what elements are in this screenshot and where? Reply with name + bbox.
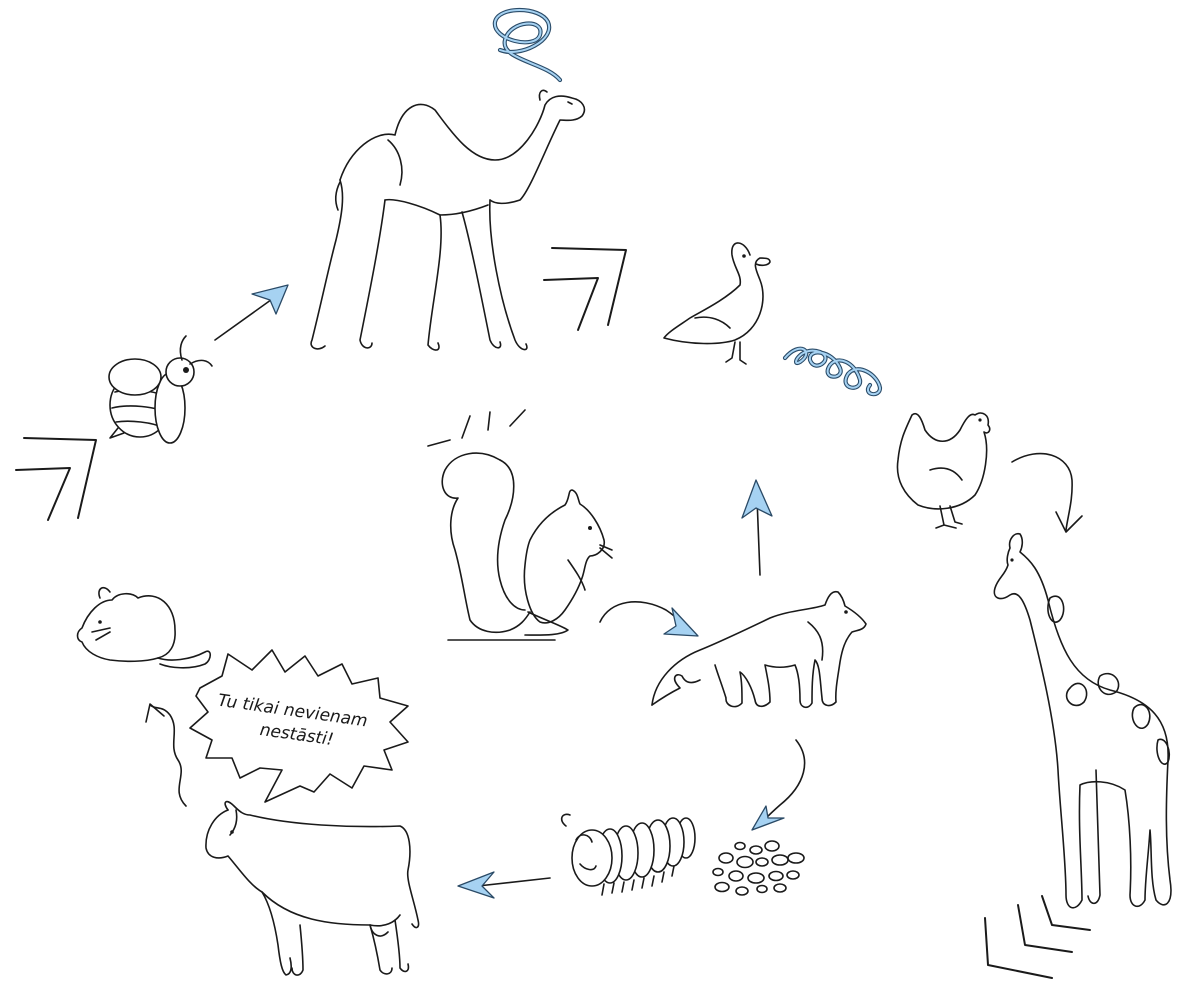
larva-illustration — [560, 813, 696, 896]
arrow-bee-to-camel — [214, 284, 289, 341]
arrow-cow-to-mouse — [145, 703, 187, 807]
scribble-coil-top — [492, 8, 563, 83]
arrow-chicken-to-giraffe — [1011, 452, 1083, 533]
cow-illustration — [205, 800, 420, 976]
arrow-larva-to-cow — [457, 871, 551, 899]
bee-illustration — [108, 335, 213, 444]
chicken-illustration — [896, 412, 991, 529]
arrow-fox-to-eggs — [751, 739, 806, 831]
speech-bubble: Tu tikai nevienam nestāsti! — [189, 649, 409, 803]
chevron-mark-bottom-right — [984, 895, 1091, 979]
chevron-mark-left — [15, 437, 97, 521]
giraffe-illustration — [993, 532, 1172, 909]
chevron-mark-camel — [543, 247, 627, 331]
camel-illustration — [310, 89, 586, 351]
mouse-illustration — [76, 586, 212, 669]
scribble-coil-right — [782, 346, 883, 397]
squirrel-illustration — [427, 409, 613, 641]
arrow-squirrel-to-fox — [599, 601, 699, 637]
eggs-illustration — [712, 840, 805, 896]
fox-illustration — [651, 590, 867, 709]
arrow-fox-up — [741, 479, 773, 576]
duck-illustration — [663, 242, 771, 365]
